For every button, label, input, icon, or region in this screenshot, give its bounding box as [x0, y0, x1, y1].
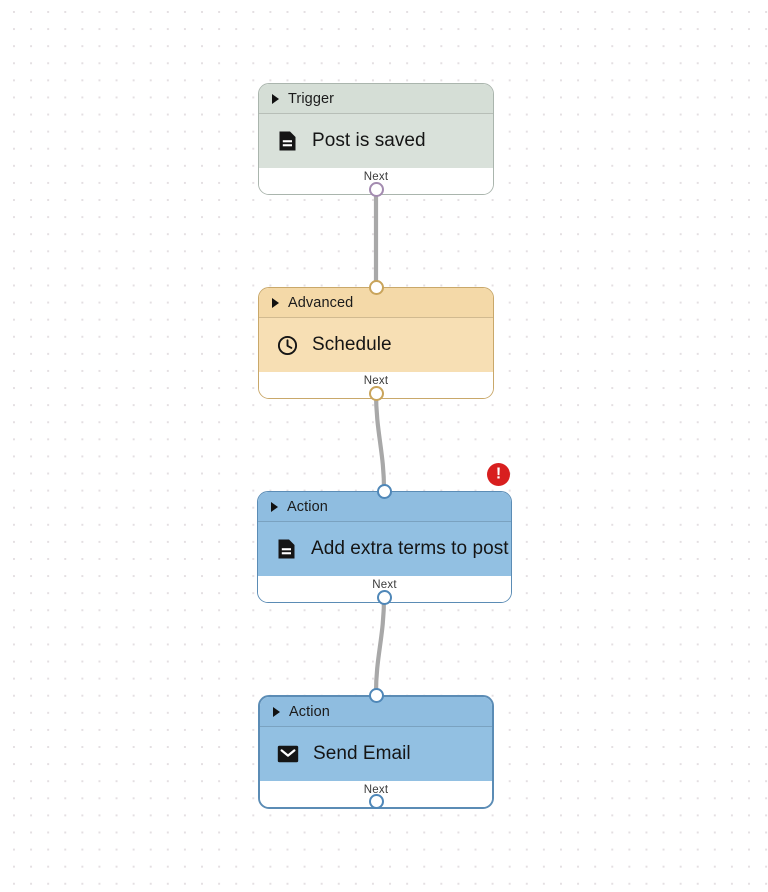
output-port-action-add-extra-terms-to-post[interactable] [376, 589, 392, 605]
node-category-label: Trigger [288, 90, 335, 107]
node-title: Post is saved [312, 130, 426, 151]
node-error-badge[interactable]: ! [487, 463, 510, 486]
output-port-advanced-schedule[interactable] [368, 385, 384, 401]
node-category-label: Action [289, 703, 330, 720]
document-icon [276, 129, 298, 153]
chevron-right-icon[interactable] [272, 297, 279, 308]
chevron-right-icon[interactable] [272, 93, 279, 104]
chevron-right-icon[interactable] [273, 706, 280, 717]
error-exclamation-icon: ! [495, 465, 502, 482]
node-title: Send Email [313, 743, 411, 764]
workflow-node-trigger-post-is-saved[interactable]: Trigger Post is saved Next [258, 83, 494, 195]
workflow-node-action-send-email[interactable]: Action Send Email Next [258, 695, 494, 809]
node-category-label: Advanced [288, 294, 354, 311]
edge-advanced-to-action-1 [373, 389, 387, 492]
node-title: Schedule [312, 334, 392, 355]
input-port-advanced-schedule[interactable] [368, 279, 384, 295]
node-body-action-send-email[interactable]: Send Email [260, 727, 492, 781]
node-title: Add extra terms to post [311, 538, 509, 559]
input-port-action-add-extra-terms-to-post[interactable] [376, 483, 392, 499]
output-port-action-send-email[interactable] [368, 793, 384, 809]
document-icon [275, 537, 297, 561]
input-port-action-send-email[interactable] [368, 687, 384, 703]
node-header-trigger[interactable]: Trigger [259, 84, 493, 114]
node-next-label: Next [372, 579, 397, 591]
node-next-label: Next [363, 375, 389, 387]
node-next-label: Next [363, 171, 389, 183]
edge-action-1-to-action-2 [373, 594, 387, 696]
envelope-icon [277, 742, 299, 766]
clock-icon [276, 333, 298, 357]
workflow-node-advanced-schedule[interactable]: Advanced Schedule Next [258, 287, 494, 399]
output-port-trigger-post-is-saved[interactable] [368, 182, 384, 197]
chevron-right-icon[interactable] [271, 501, 278, 512]
node-body-advanced[interactable]: Schedule [259, 318, 493, 372]
node-body-trigger[interactable]: Post is saved [259, 114, 493, 168]
node-next-label: Next [363, 784, 389, 796]
workflow-node-action-add-extra-terms-to-post[interactable]: Action Add extra terms to post Next [257, 491, 512, 603]
node-body-action-add-terms[interactable]: Add extra terms to post [258, 522, 511, 576]
node-category-label: Action [287, 498, 328, 515]
